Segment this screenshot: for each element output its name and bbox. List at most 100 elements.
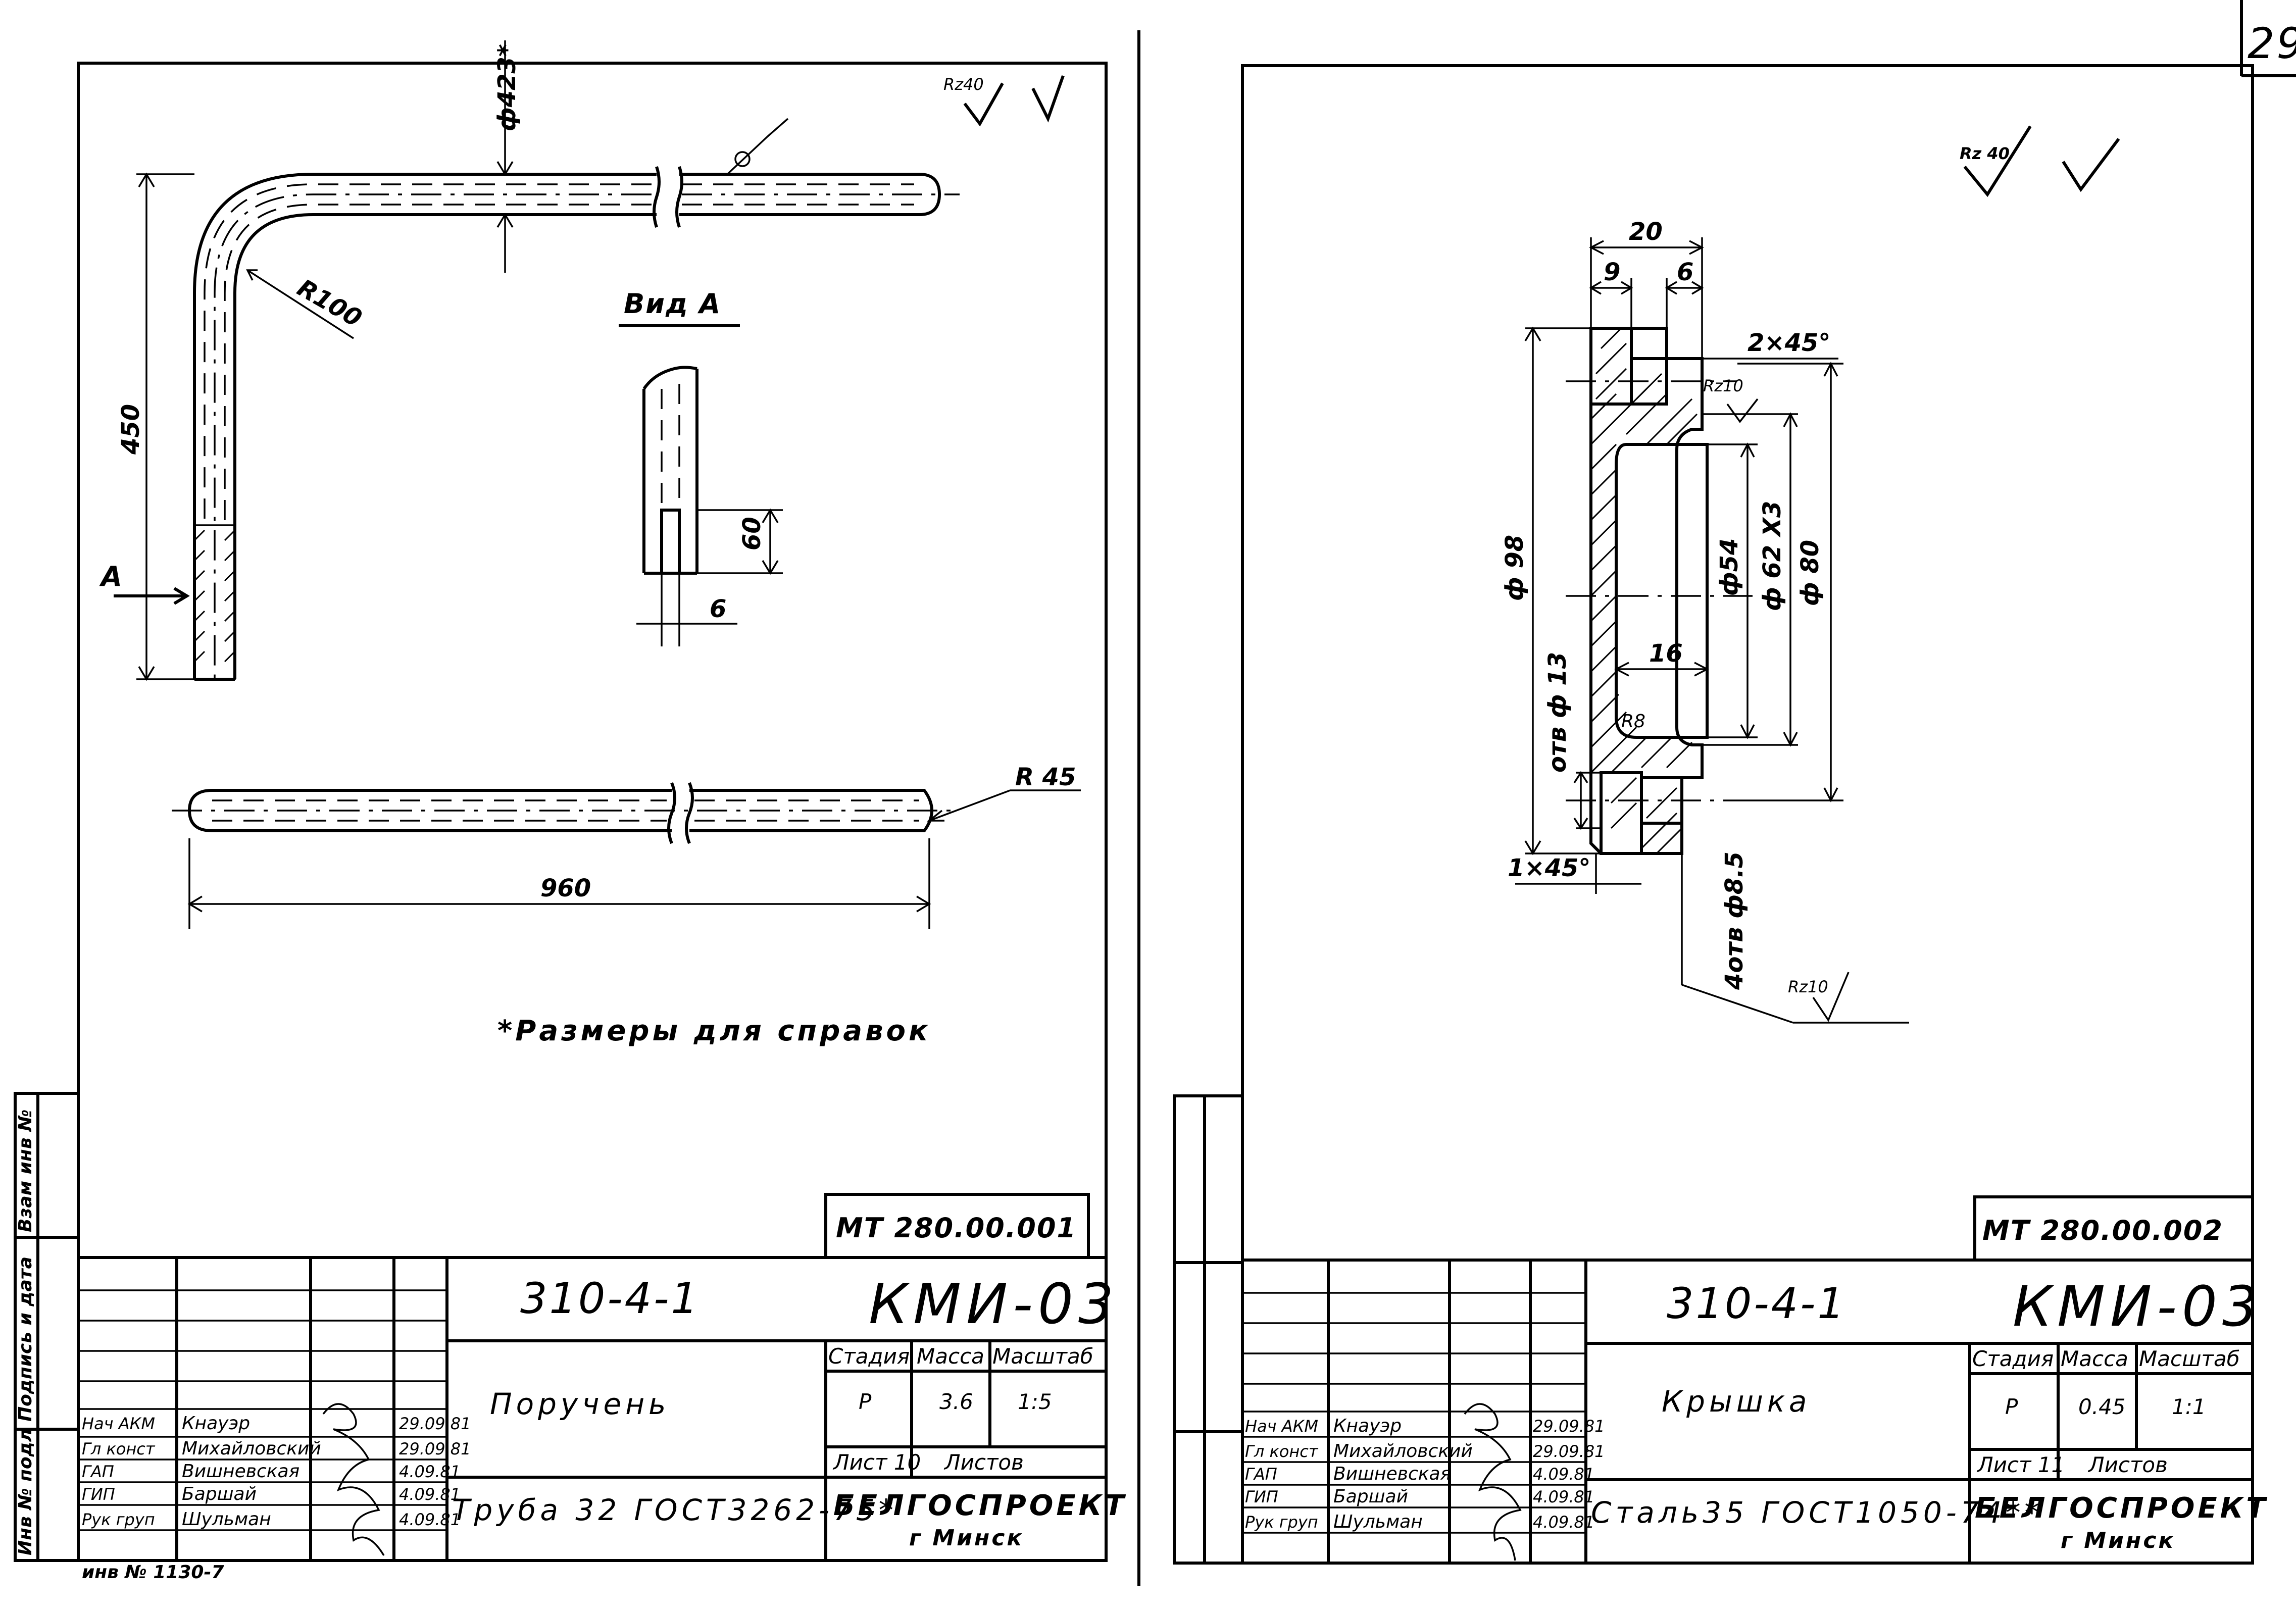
svg-text:ГАП: ГАП [82,1462,114,1481]
dim-detail-h-label: 60 [738,517,766,550]
dim-chamfer-bottom: 1×45° [1508,853,1641,894]
dim-length: 960 [187,838,931,929]
right-title-block: 310-4-1 КМИ-03 Крышка Стадия Масса Масшт… [1241,1259,2269,1565]
svg-text:1:5: 1:5 [1018,1389,1052,1414]
svg-text:Подпись и дата: Подпись и дата [15,1256,36,1422]
svg-text:Лист 11: Лист 11 [1976,1452,2065,1477]
dim-width-b-label: 6 [1677,258,1693,286]
dim-depth-16: 16 R8 [1614,639,1709,732]
svg-text:29.09.81: 29.09.81 [399,1439,471,1458]
svg-text:3.6: 3.6 [939,1389,973,1414]
svg-text:Р: Р [2005,1394,2018,1419]
right-material: Сталь35 ГОСТ1050-74** [1591,1495,2043,1530]
reference-note: *Размеры для справок [497,1015,931,1047]
right-side-stamp [1173,1094,1244,1565]
dim-widths: 20 9 6 [1589,218,1704,359]
svg-text:Шульман: Шульман [1333,1512,1423,1532]
svg-text:Масса: Масса [917,1344,984,1369]
svg-text:29.09.81: 29.09.81 [1533,1417,1605,1436]
svg-text:Р: Р [859,1389,872,1414]
right-series: КМИ-03 [2013,1274,2263,1339]
svg-text:Кнауэр: Кнауэр [182,1413,250,1434]
svg-text:Стадия: Стадия [1972,1346,2054,1371]
dim-height: 450 [117,172,194,681]
dim-inner-diameters: ф54 ф 62 Х3 ф 80 [1702,362,1843,802]
view-marker-a-label: A [99,561,123,592]
dim-chamfer-top: 2×45° Rz10 [1697,329,1838,423]
svg-text:Рук груп: Рук груп [1245,1513,1318,1532]
svg-text:Масштаб: Масштаб [992,1344,1093,1369]
left-series: КМИ-03 [869,1272,1119,1336]
dim-bend-radius: R100 [246,269,367,339]
right-designation-text: МТ 280.00.002 [1982,1215,2223,1246]
svg-text:Взам инв №: Взам инв № [15,1110,36,1232]
svg-text:Стадия: Стадия [828,1344,910,1369]
rough-inner-label: Rz10 [1703,376,1743,395]
insert-hatch [193,529,236,663]
right-org: БЕЛГОСПРОЕКТ [1975,1492,2269,1525]
svg-text:Вишневская: Вишневская [1333,1464,1451,1484]
svg-text:1:1: 1:1 [2172,1394,2206,1419]
page-number-box: 29 [2240,0,2296,77]
svg-text:4.09.81: 4.09.81 [399,1510,461,1529]
right-designation: МТ 280.00.002 [1973,1195,2254,1262]
svg-text:0.45: 0.45 [2078,1394,2126,1419]
svg-text:Рук груп: Рук груп [82,1510,155,1529]
left-org: БЕЛГОСПРОЕКТ [833,1489,1127,1522]
rough-holes-label: Rz10 [1788,977,1828,996]
svg-text:4.09.81: 4.09.81 [399,1462,461,1481]
view-a-detail: Вид А 6 60 [619,288,783,646]
svg-text:29.09.81: 29.09.81 [1533,1442,1605,1461]
dim-dia-98-label: ф 98 [1501,535,1529,601]
view-marker-a: A [99,561,190,605]
left-part-name: Поручень [490,1387,670,1421]
dim-hole-13-label: отв ф 13 [1543,652,1572,773]
svg-text:Лист 10: Лист 10 [832,1450,921,1475]
svg-text:4.09.81: 4.09.81 [1533,1465,1594,1484]
signature-scribbles [1464,1403,1522,1561]
svg-text:Листов: Листов [943,1450,1024,1475]
page-number: 29 [2248,19,2296,68]
right-part-name: Крышка [1662,1384,1811,1419]
svg-text:4.09.81: 4.09.81 [1533,1513,1594,1532]
svg-text:4.09.81: 4.09.81 [1533,1487,1594,1506]
handrail-bent-pipe [193,118,960,687]
svg-text:ГИП: ГИП [1245,1487,1278,1506]
svg-text:4.09.81: 4.09.81 [399,1485,461,1504]
dim-chamfer-bottom-label: 1×45° [1508,854,1590,882]
left-sheet: Rz40 [14,40,1127,1583]
svg-text:Михайловский: Михайловский [182,1438,321,1459]
dim-dia-62-label: ф 62 Х3 [1758,501,1786,611]
right-roughness-mark: Rz 40 [1960,125,2120,197]
dim-chamfer-top-label: 2×45° [1748,329,1830,357]
svg-text:Гл конст: Гл конст [1245,1442,1319,1461]
dim-outer-diameter-label: ф423* [493,44,521,131]
svg-text:Баршай: Баршай [1333,1486,1408,1507]
left-designation-text: МТ 280.00.001 [836,1212,1077,1244]
dim-hole-13: отв ф 13 [1543,652,1601,830]
left-side-stamp: Взам инв № Подпись и дата Инв № подл [14,1092,80,1562]
svg-text:Кнауэр: Кнауэр [1333,1416,1402,1436]
svg-text:Масштаб: Масштаб [2139,1346,2240,1371]
svg-text:Гл конст: Гл конст [82,1439,156,1458]
svg-text:Михайловский: Михайловский [1333,1441,1473,1462]
dim-holes-85-label: 4отв ф8.5 [1720,851,1749,990]
svg-text:Нач АКМ: Нач АКМ [1245,1417,1318,1436]
right-city: г Минск [2061,1528,2175,1553]
dim-radius-8-label: R8 [1621,711,1645,732]
dim-dia-98: ф 98 [1501,326,1601,856]
right-code: 310-4-1 [1667,1279,1846,1328]
svg-text:29.09.81: 29.09.81 [399,1414,471,1433]
cover-hatch [1590,327,1698,854]
dim-height-label: 450 [117,404,145,455]
left-inv-note: инв № 1130-7 [82,1562,224,1583]
left-city: г Минск [909,1525,1024,1551]
dim-width-total-label: 20 [1629,218,1663,246]
svg-text:Листов: Листов [2087,1452,2168,1477]
cover-section [1566,327,1753,855]
view-a-title: Вид А [624,288,721,320]
dim-length-label: 960 [540,874,591,902]
svg-text:Rz40: Rz40 [943,75,984,94]
left-designation: МТ 280.00.001 [824,1193,1090,1259]
left-roughness-mark: Rz40 [943,75,1065,127]
